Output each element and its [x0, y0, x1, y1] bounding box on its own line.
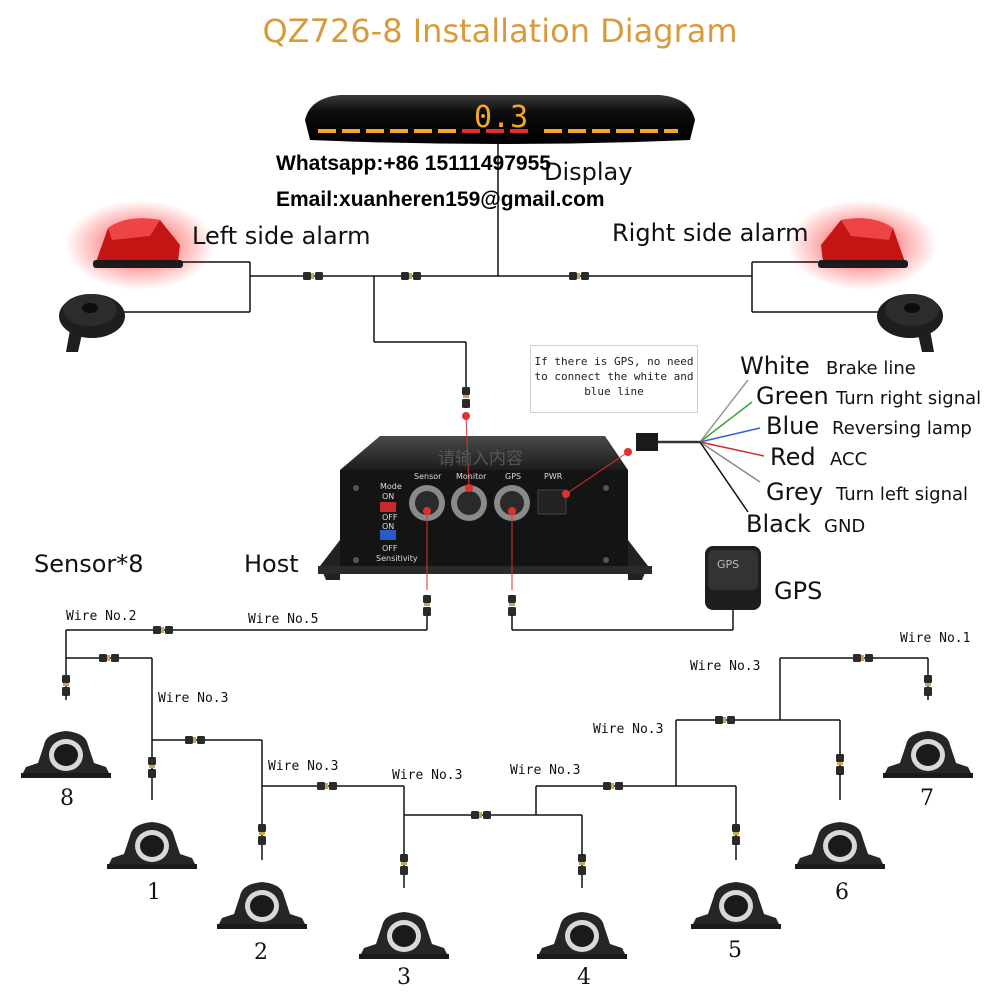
top-wiring	[124, 142, 880, 390]
wire-grey-name: Grey	[766, 478, 823, 506]
sensor-3	[359, 912, 449, 959]
wire-label-no3-f: Wire No.3	[690, 659, 761, 674]
sensor-2	[217, 882, 307, 929]
sensor-number-1: 1	[147, 880, 161, 905]
gps-antenna	[705, 546, 761, 630]
sensor-number-6: 6	[835, 880, 849, 905]
wire-blue-function: Reversing lamp	[832, 418, 972, 439]
wire-red-name: Red	[770, 443, 816, 471]
host-box	[318, 412, 652, 580]
right-alarm-light	[787, 200, 937, 290]
display-label: Display	[544, 158, 633, 186]
wire-black-function: GND	[824, 516, 866, 537]
wire-red-function: ACC	[830, 449, 868, 470]
sensor-count-label: Sensor*8	[34, 550, 144, 578]
left-alarm-light	[65, 200, 215, 290]
wire-black-name: Black	[746, 510, 811, 538]
right-alarm-label: Right side alarm	[612, 219, 809, 247]
wire-label-no3-c: Wire No.3	[392, 768, 463, 783]
wire-label-no5: Wire No.5	[248, 612, 319, 627]
display-unit	[305, 95, 695, 144]
wire-label-no3-a: Wire No.3	[158, 691, 229, 706]
wire-label-no3-b: Wire No.3	[268, 759, 339, 774]
pointer-lines	[426, 415, 629, 590]
sensor-number-8: 8	[60, 786, 74, 811]
sensor-4	[537, 912, 627, 959]
wire-white-function: Brake line	[826, 358, 916, 379]
sensor-number-7: 7	[920, 786, 934, 811]
switch-label-sensitivity: Sensitivity	[376, 554, 418, 563]
sensor-1	[107, 822, 197, 869]
port-label-pwr: PWR	[544, 472, 563, 481]
right-buzzer	[877, 294, 943, 352]
switch-label-on1: ON	[382, 492, 395, 501]
sensor-8	[21, 731, 111, 778]
bottom-connectors	[62, 595, 932, 875]
sensor-number-2: 2	[254, 940, 268, 965]
left-buzzer	[59, 294, 125, 352]
sensor-number-4: 4	[577, 965, 591, 990]
gps-badge: GPS	[717, 558, 740, 571]
wire-label-no3-e: Wire No.3	[593, 722, 664, 737]
display-readout: 0.3	[474, 100, 529, 135]
sensor-7	[883, 731, 973, 778]
gps-note: If there is GPS, no need to connect the …	[530, 345, 698, 413]
port-label-sensor: Sensor	[414, 472, 442, 481]
sensor-number-5: 5	[728, 938, 742, 963]
switch-label-on2: ON	[382, 522, 395, 531]
power-harness	[636, 379, 765, 513]
wire-blue-name: Blue	[766, 412, 820, 440]
sensor-6	[795, 822, 885, 869]
wire-green-function: Turn right signal	[836, 388, 982, 409]
host-placeholder-text: 请输入内容	[438, 449, 523, 469]
switch-label-off1: OFF	[382, 513, 398, 522]
wire-label-no1: Wire No.1	[900, 631, 971, 646]
whatsapp-text: Whatsapp:+86 15111497955	[276, 152, 551, 175]
wire-label-no2: Wire No.2	[66, 609, 137, 624]
wire-green-name: Green	[756, 382, 829, 410]
wire-white-name: White	[740, 352, 810, 380]
port-label-monitor: Monitor	[456, 472, 487, 481]
wire-label-no3-d: Wire No.3	[510, 763, 581, 778]
diagram-title: QZ726-8 Installation Diagram	[262, 12, 738, 50]
sensor-5	[691, 882, 781, 929]
port-label-gps: GPS	[505, 472, 522, 481]
host-label: Host	[244, 550, 299, 578]
left-alarm-label: Left side alarm	[192, 222, 371, 250]
gps-label: GPS	[774, 577, 823, 605]
wire-grey-function: Turn left signal	[836, 484, 969, 505]
sensor-number-3: 3	[397, 965, 411, 990]
switch-label-mode: Mode	[380, 482, 402, 491]
email-text: Email:xuanheren159@gmail.com	[276, 188, 605, 211]
bottom-wiring	[65, 614, 929, 888]
switch-label-off2: OFF	[382, 544, 398, 553]
